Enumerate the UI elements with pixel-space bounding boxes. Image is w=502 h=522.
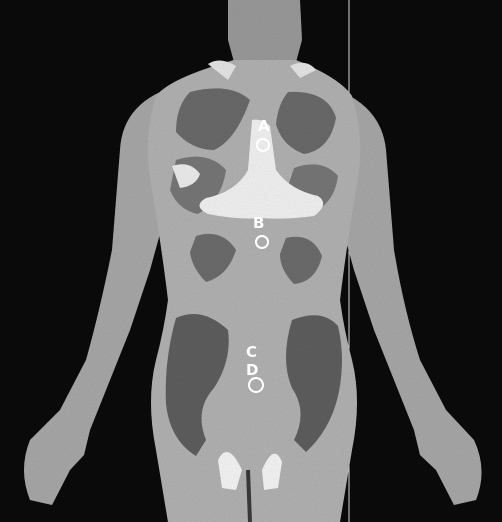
marker-a-label: A: [258, 117, 270, 135]
marker-d-label: D: [246, 361, 258, 379]
marker-b-label: B: [253, 214, 264, 232]
marker-c-label: C: [246, 343, 257, 361]
neck: [228, 0, 302, 62]
leg-divide: [248, 470, 250, 522]
marker-c: C: [246, 343, 257, 361]
